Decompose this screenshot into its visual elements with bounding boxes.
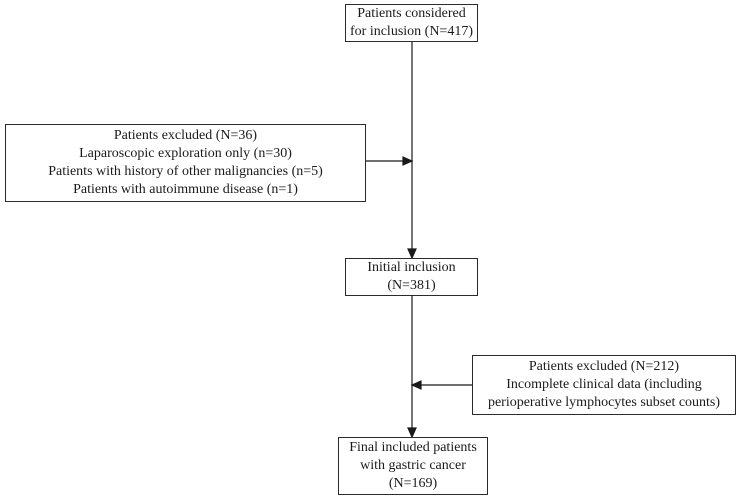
box-text-line: Laparoscopic exploration only (n=30) [79, 146, 292, 161]
arrow-right-icon [402, 156, 414, 166]
box-text-line: Patients excluded (N=212) [528, 359, 680, 374]
box-text-line: Final included patients [349, 440, 477, 455]
arrow-down-icon [407, 248, 417, 260]
box-initial-inclusion: Initial inclusion (N=381) [345, 258, 478, 296]
box-patients-considered: Patients considered for inclusion (N=417… [345, 4, 478, 42]
connector-excluded-second [410, 380, 472, 390]
box-text-line: perioperative lymphocytes subset counts) [487, 395, 721, 410]
box-patients-excluded-second: Patients excluded (N=212) Incomplete cli… [472, 355, 736, 415]
box-text-line: Initial inclusion [367, 260, 456, 275]
arrow-down-icon [407, 427, 417, 439]
connector-considered-to-initial [407, 42, 417, 260]
box-text-line: Patients with autoimmune disease (n=1) [73, 182, 298, 197]
connector-excluded-first [366, 156, 414, 166]
box-text-line: Patients excluded (N=36) [113, 128, 258, 143]
box-text-line: with gastric cancer [360, 458, 466, 473]
box-text-line: Patients considered [357, 6, 466, 21]
box-text-line: Patients with history of other malignanc… [48, 164, 323, 179]
box-text-line: Incomplete clinical data (including [506, 377, 702, 392]
box-final-included: Final included patients with gastric can… [338, 437, 488, 495]
box-text-line: for inclusion (N=417) [350, 24, 473, 39]
box-text-line: (N=381) [387, 278, 436, 293]
connector-initial-to-final [407, 296, 417, 439]
arrow-left-icon [410, 380, 422, 390]
box-patients-excluded-first: Patients excluded (N=36) Laparoscopic ex… [5, 124, 366, 202]
box-text-line: (N=169) [388, 476, 438, 491]
